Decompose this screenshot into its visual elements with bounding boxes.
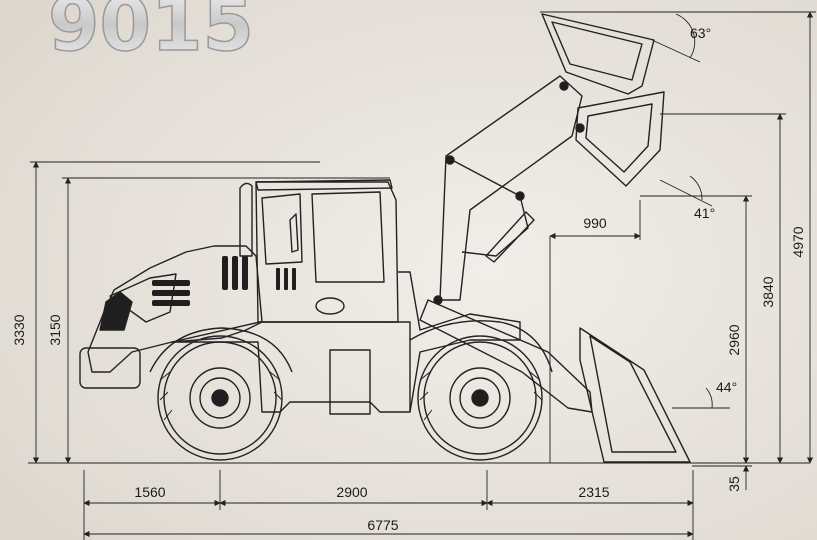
dim-990-label: 990 xyxy=(583,215,607,231)
dim-3840-label: 3840 xyxy=(760,276,776,307)
angle-41-label: 41° xyxy=(694,205,715,221)
dimension-lines xyxy=(30,11,816,540)
model-logo: 9015 xyxy=(48,0,254,68)
dim-3150-label: 3150 xyxy=(47,314,63,345)
wheel-loader-drawing xyxy=(79,13,691,463)
dim-2315-label: 2315 xyxy=(578,484,609,500)
dim-4970-label: 4970 xyxy=(790,226,806,257)
dim-3330-label: 3330 xyxy=(11,314,27,345)
dim-1560-label: 1560 xyxy=(134,484,165,500)
dim-2900-label: 2900 xyxy=(336,484,367,500)
angle-63-label: 63° xyxy=(690,25,711,41)
angle-44-label: 44° xyxy=(716,379,737,395)
dim-2960-label: 2960 xyxy=(726,324,742,355)
dim-6775-label: 6775 xyxy=(367,517,398,533)
dim-35-label: 35 xyxy=(726,476,742,492)
